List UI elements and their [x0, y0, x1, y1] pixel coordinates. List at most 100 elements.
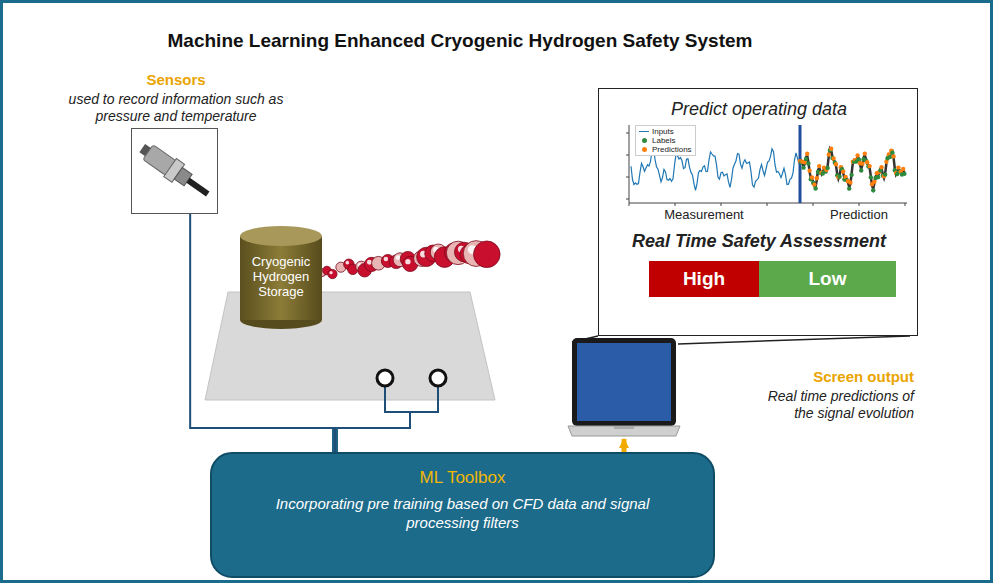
prediction-dot	[901, 167, 905, 171]
prediction-dot	[805, 152, 809, 156]
prediction-dot	[872, 180, 876, 184]
plume-highlight	[384, 257, 389, 262]
risk-low: Low	[759, 261, 896, 297]
legend-text: Predictions	[652, 145, 692, 154]
prediction-dot	[806, 161, 810, 165]
connector	[190, 214, 335, 452]
legend-row: Inputs	[639, 127, 692, 136]
predicted-signal	[800, 149, 904, 189]
laptop-bezel	[572, 338, 676, 426]
prediction-dot	[831, 156, 835, 160]
axis-label: Measurement	[649, 207, 759, 222]
connector	[622, 439, 627, 452]
prediction-dot	[834, 162, 838, 166]
node-heading: High	[683, 268, 725, 290]
prediction-dot	[825, 166, 829, 170]
legend-swatch	[642, 138, 647, 143]
node-heading: Predict operating data	[599, 99, 919, 120]
prediction-dot	[883, 172, 887, 176]
prediction-dot	[867, 164, 871, 168]
node-heading: Screen output	[746, 368, 914, 385]
laptop: Screen outputReal time predictions of th…	[568, 338, 680, 438]
text-holder: ML Toolbox	[420, 468, 506, 488]
prediction-dot	[829, 147, 833, 151]
prediction-dot	[896, 165, 900, 169]
node-body: used to record information such as press…	[46, 91, 306, 125]
connectors	[190, 214, 624, 452]
prediction-dot	[871, 188, 875, 192]
node-body: Incorporating pre training based on CFD …	[253, 494, 673, 532]
sensor-icon	[132, 129, 217, 213]
text-holder: Measurement	[649, 207, 759, 222]
zoom-line	[678, 336, 910, 344]
node-heading: Low	[809, 268, 847, 290]
prediction-dot	[807, 168, 811, 172]
laptop-notch	[614, 426, 634, 429]
prediction-dot	[863, 151, 867, 155]
tick	[675, 203, 676, 206]
legend-swatch	[642, 147, 647, 152]
text-holder: Predict operating data	[599, 99, 919, 120]
text-holder: Sensors	[46, 71, 306, 88]
prediction-dot	[810, 175, 814, 179]
y-axis	[629, 125, 630, 203]
node-body: Real time predictions of the signal evol…	[746, 388, 914, 422]
legend-text: Inputs	[652, 127, 674, 136]
storage-tank: Cryogenic Hydrogen Storage	[240, 226, 322, 330]
plume-highlight	[367, 260, 372, 265]
tick	[721, 203, 722, 206]
tick	[626, 155, 629, 156]
plume-blob	[328, 269, 337, 278]
floor-sensor	[377, 370, 393, 386]
plume-highlight	[405, 259, 410, 264]
laptop-screen	[577, 343, 671, 421]
text-holder: Cryogenic Hydrogen Storage	[244, 254, 318, 299]
sensor-box: Sensorsused to record information such a…	[131, 128, 218, 214]
prediction-dot	[817, 164, 821, 168]
sensor-probe	[186, 178, 209, 197]
plume-highlight	[396, 255, 401, 260]
tick	[905, 203, 906, 206]
tick	[626, 199, 629, 200]
tick	[629, 203, 630, 206]
prediction-dot	[902, 172, 906, 176]
prediction-dot	[876, 175, 880, 179]
prediction-dot	[849, 173, 853, 177]
laptop-icon	[568, 338, 680, 438]
prediction-dot	[837, 175, 841, 179]
text-holder: Real Time Safety Assessment	[599, 231, 919, 252]
tick	[859, 203, 860, 206]
axis-label: Prediction	[814, 207, 904, 222]
plume-highlight	[345, 261, 349, 265]
prediction-dot	[859, 168, 863, 172]
hydrogen-plume	[318, 241, 500, 279]
prediction-dot	[804, 157, 808, 161]
prediction-dot	[860, 161, 864, 165]
plume-blob	[474, 241, 501, 268]
prediction-dot	[841, 169, 845, 173]
laptop-base	[568, 426, 680, 436]
prediction-dot	[848, 180, 852, 184]
prediction-dot	[813, 186, 817, 190]
legend-row: Predictions	[639, 145, 692, 154]
x-axis	[629, 203, 907, 204]
prediction-dot	[815, 176, 819, 180]
ml-toolbox: ML ToolboxIncorporating pre training bas…	[210, 452, 715, 578]
legend-text: Labels	[652, 136, 676, 145]
text-holder: Screen output	[746, 368, 914, 385]
prediction-dot	[879, 165, 883, 169]
tank-top	[240, 226, 322, 246]
prediction-dot	[865, 160, 869, 164]
legend-row: Labels	[639, 136, 692, 145]
floor-sensor	[430, 370, 446, 386]
node-heading: Cryogenic Hydrogen Storage	[244, 254, 318, 299]
node-heading: Sensors	[46, 71, 306, 88]
node-body: Real Time Safety Assessment	[599, 231, 919, 252]
text-holder: Real time predictions of the signal evol…	[746, 388, 914, 422]
title: Machine Learning Enhanced Cryogenic Hydr…	[150, 30, 770, 52]
text-holder: used to record information such as press…	[46, 91, 306, 125]
text-holder: Low	[809, 268, 847, 290]
tick	[626, 177, 629, 178]
tank-body	[240, 236, 322, 320]
prediction-dot	[801, 165, 805, 169]
